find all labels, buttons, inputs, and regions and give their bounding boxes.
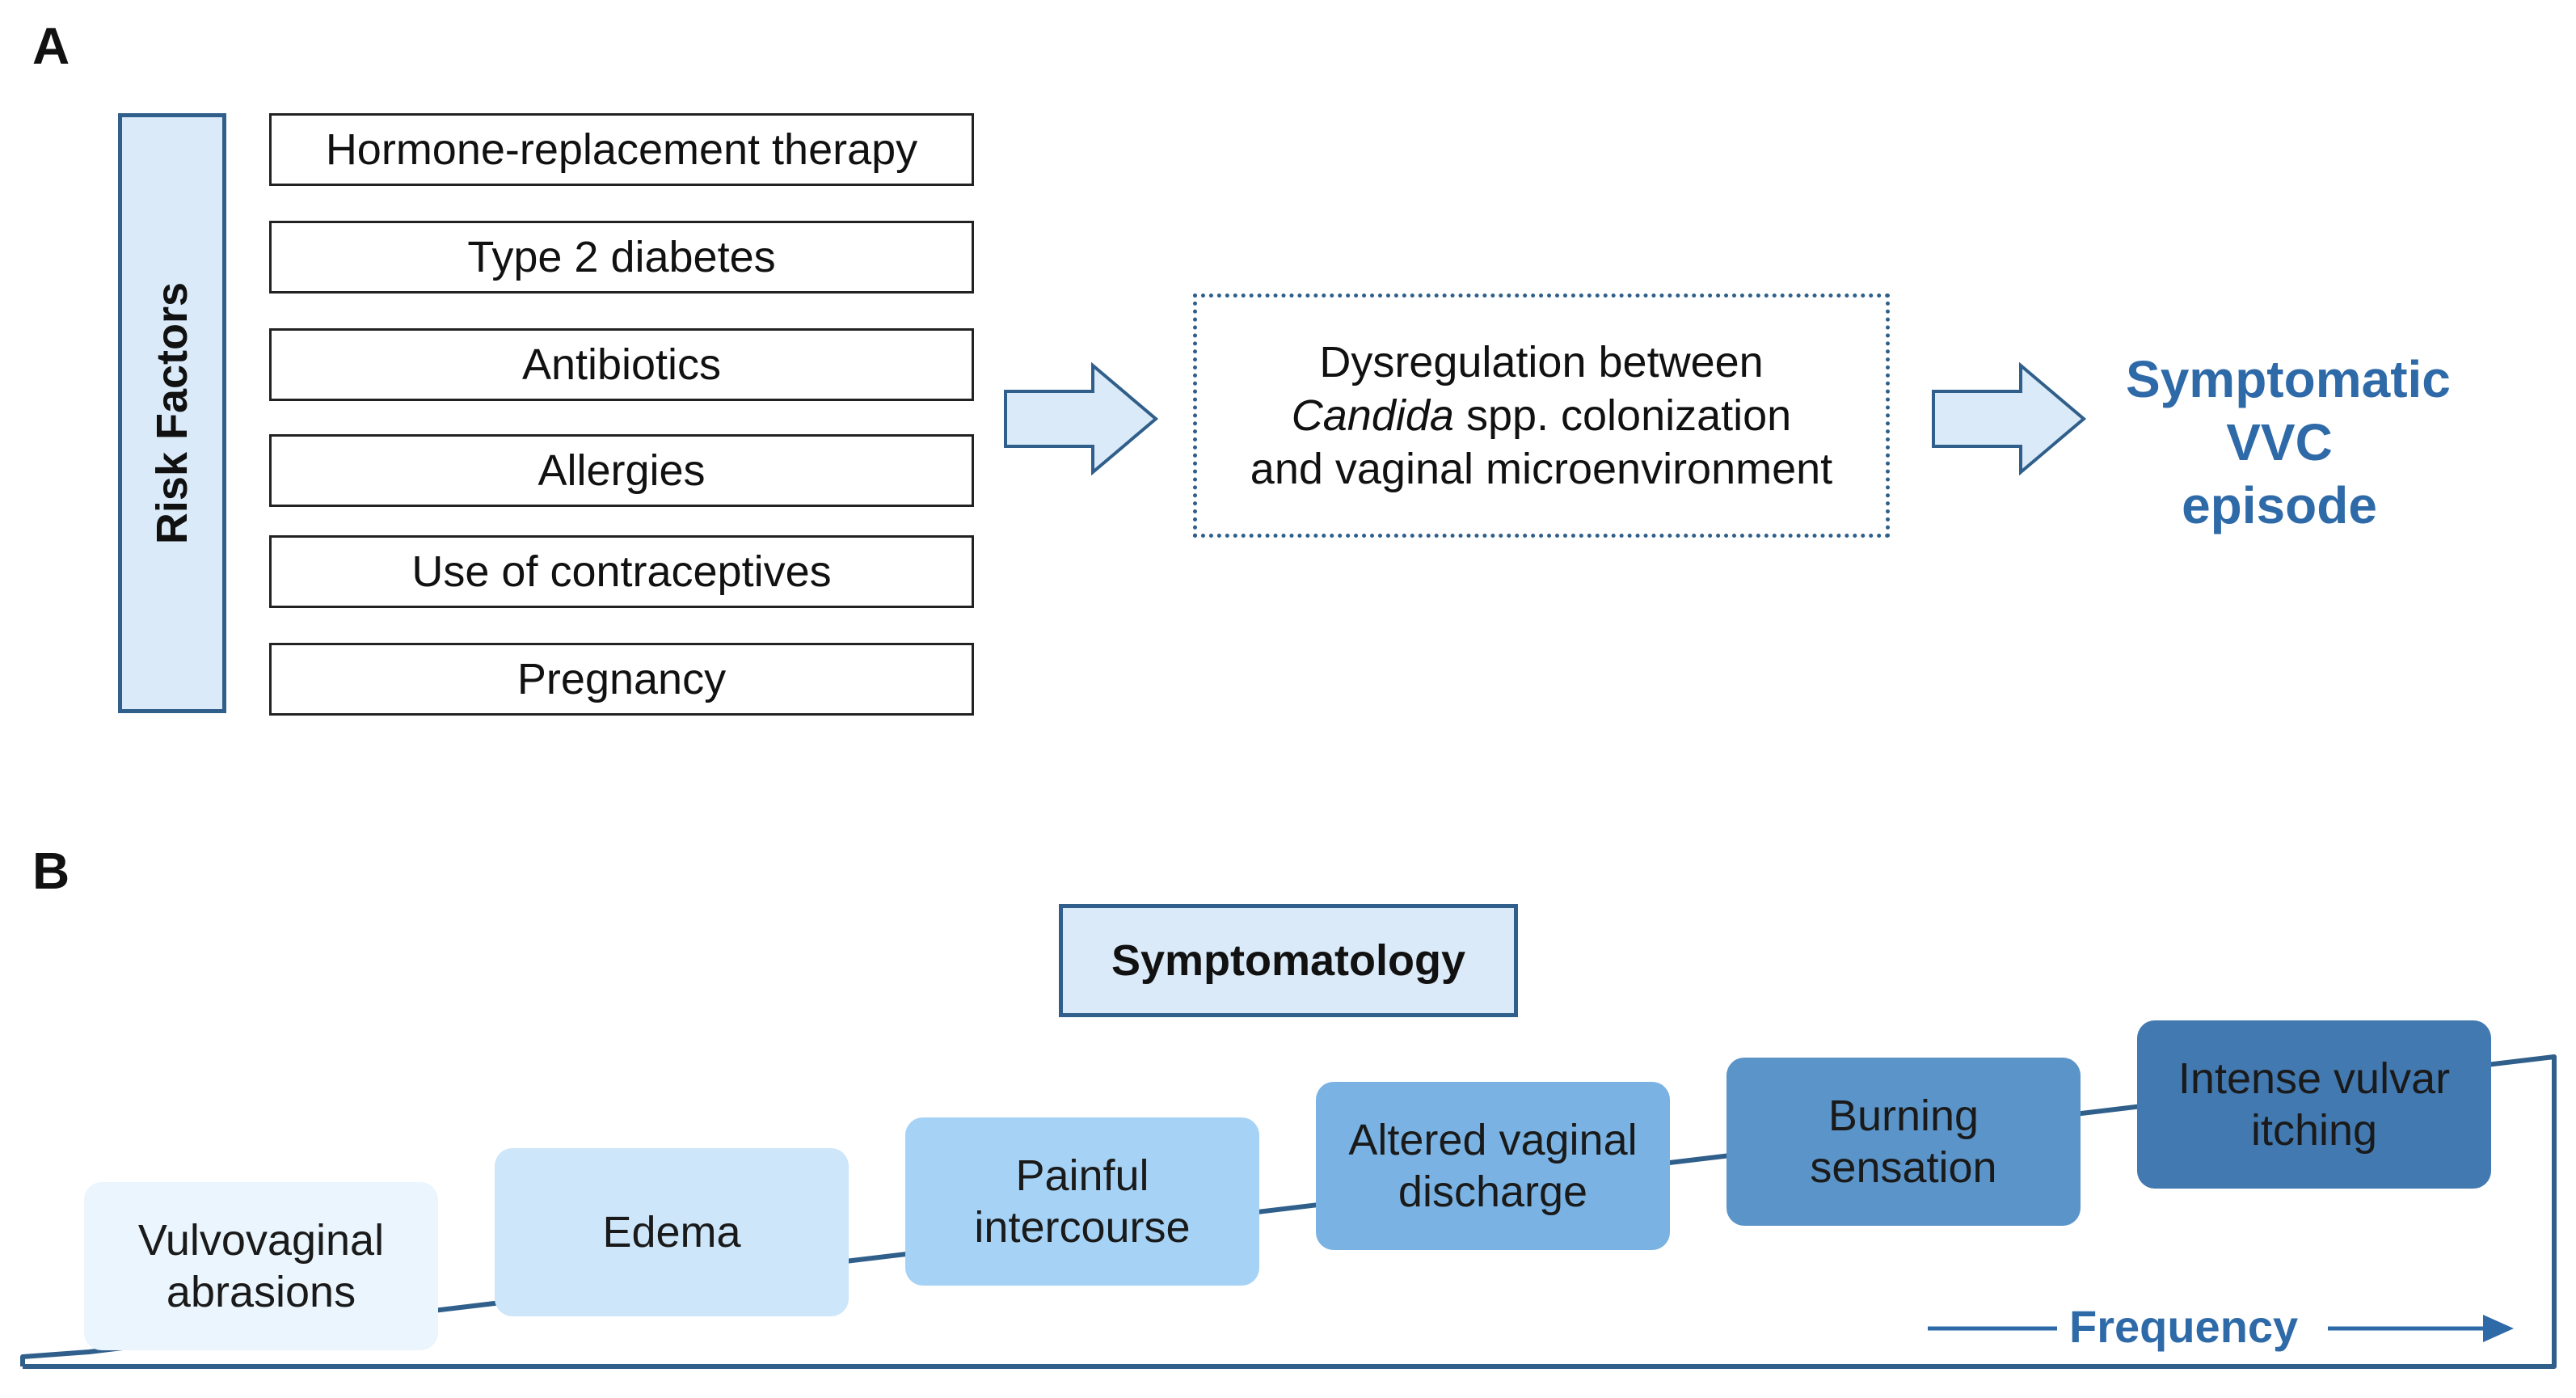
symptom-line-1: Painful: [1015, 1151, 1149, 1200]
symptom-altered-vaginal-discharge: Altered vaginal discharge: [1316, 1082, 1670, 1250]
symptom-painful-intercourse: Painful intercourse: [905, 1117, 1259, 1286]
symptomatology-title: Symptomatology: [1059, 904, 1518, 1017]
symptom-burning-sensation: Burning sensation: [1726, 1058, 2081, 1226]
outcome-line-1: Symptomatic: [2126, 350, 2451, 408]
symptom-line-2: intercourse: [974, 1203, 1191, 1252]
candida-italic: Candida: [1291, 391, 1454, 440]
arrow-right-icon: [1004, 362, 1159, 475]
dysregulation-line-2-rest: spp. colonization: [1453, 391, 1792, 440]
symptom-line-1: Vulvovaginal: [137, 1216, 385, 1265]
risk-factor-contraceptives: Use of contraceptives: [269, 535, 974, 608]
symptom-line-1: Burning: [1828, 1092, 1979, 1140]
frequency-label: Frequency: [2069, 1301, 2299, 1352]
symptom-line-2: abrasions: [166, 1268, 356, 1316]
symptom-line-1: Intense vulvar: [2178, 1054, 2451, 1103]
symptom-line-1: Altered vaginal: [1348, 1116, 1638, 1164]
risk-factor-allergies: Allergies: [269, 434, 974, 507]
panel-b-letter: B: [32, 842, 70, 900]
symptom-line-1: Edema: [602, 1208, 741, 1257]
symptom-line-2: itching: [2250, 1106, 2378, 1155]
dysregulation-box: Dysregulation between Candida spp. colon…: [1193, 294, 1890, 538]
symptom-line-2: sensation: [1810, 1143, 1997, 1192]
symptom-vulvovaginal-abrasions: Vulvovaginal abrasions: [84, 1182, 438, 1350]
risk-factor-antibiotics: Antibiotics: [269, 328, 974, 401]
risk-factor-pregnancy: Pregnancy: [269, 643, 974, 716]
risk-factors-column: [118, 113, 226, 713]
panel-a-letter: A: [32, 17, 70, 75]
symptom-edema: Edema: [495, 1148, 849, 1316]
risk-factor-hormone-therapy: Hormone-replacement therapy: [269, 113, 974, 186]
outcome-line-2: VVC episode: [2182, 413, 2377, 534]
arrow-right-icon: [1932, 362, 2087, 475]
frequency-arrowhead-icon: [2483, 1315, 2514, 1342]
symptom-intense-vulvar-itching: Intense vulvar itching: [2137, 1020, 2491, 1189]
symptom-line-2: discharge: [1398, 1168, 1588, 1216]
dysregulation-line-1: Dysregulation between: [1319, 338, 1764, 386]
dysregulation-line-2: Candida spp. colonization: [1292, 389, 1791, 442]
dysregulation-line-3: and vaginal microenvironment: [1250, 445, 1833, 493]
risk-factor-type2-diabetes: Type 2 diabetes: [269, 221, 974, 294]
outcome-label: Symptomatic VVC episode: [2126, 348, 2451, 537]
